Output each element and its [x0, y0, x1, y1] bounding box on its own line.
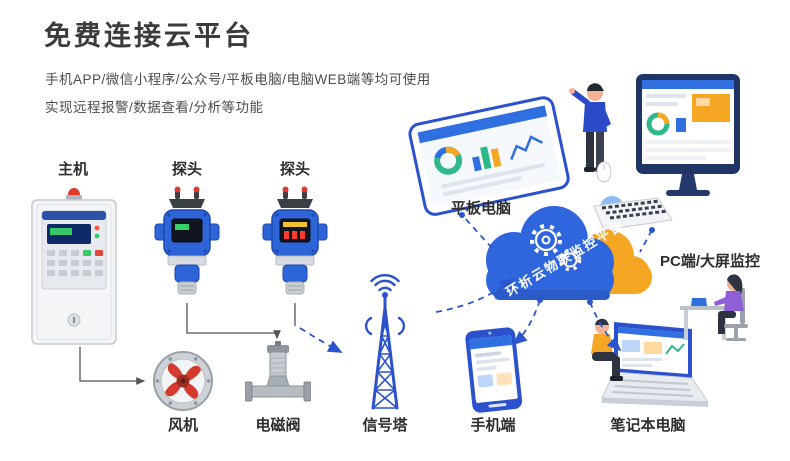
smartphone-icon [462, 325, 525, 419]
fan-icon [152, 350, 214, 417]
subtitle-line-2: 实现远程报警/数据查看/分析等功能 [45, 100, 264, 115]
cloud-icon [462, 182, 662, 335]
tablet-label: 平板电脑 [450, 200, 511, 217]
subtitle-line-1: 手机APP/微信小程序/公众号/平板电脑/电脑WEB端等均可使用 [45, 72, 431, 87]
gas-detector-left-icon [149, 186, 225, 307]
sitting-person-illustration [582, 318, 628, 391]
laptop-icon [592, 320, 712, 417]
desktop-monitor-icon [588, 72, 756, 247]
valve-label: 电磁阀 [255, 417, 301, 434]
laptop-label: 笔记本电脑 [610, 417, 686, 434]
probe-left-label: 探头 [171, 161, 202, 178]
alarm-host-icon [26, 184, 122, 353]
gas-detector-right-icon [257, 186, 333, 307]
phone-label: 手机端 [470, 417, 516, 434]
tower-label: 信号塔 [362, 417, 408, 434]
probe-right-label: 探头 [279, 161, 310, 178]
page-title: 免费连接云平台 [44, 21, 254, 51]
signal-tower-icon [343, 272, 427, 415]
seated-woman-illustration [678, 266, 762, 349]
solenoid-valve-icon [244, 340, 312, 417]
pc-label: PC端/大屏监控 [659, 253, 760, 270]
tablet-icon [406, 94, 575, 228]
fan-label: 风机 [167, 417, 198, 434]
host-label: 主机 [57, 161, 88, 178]
